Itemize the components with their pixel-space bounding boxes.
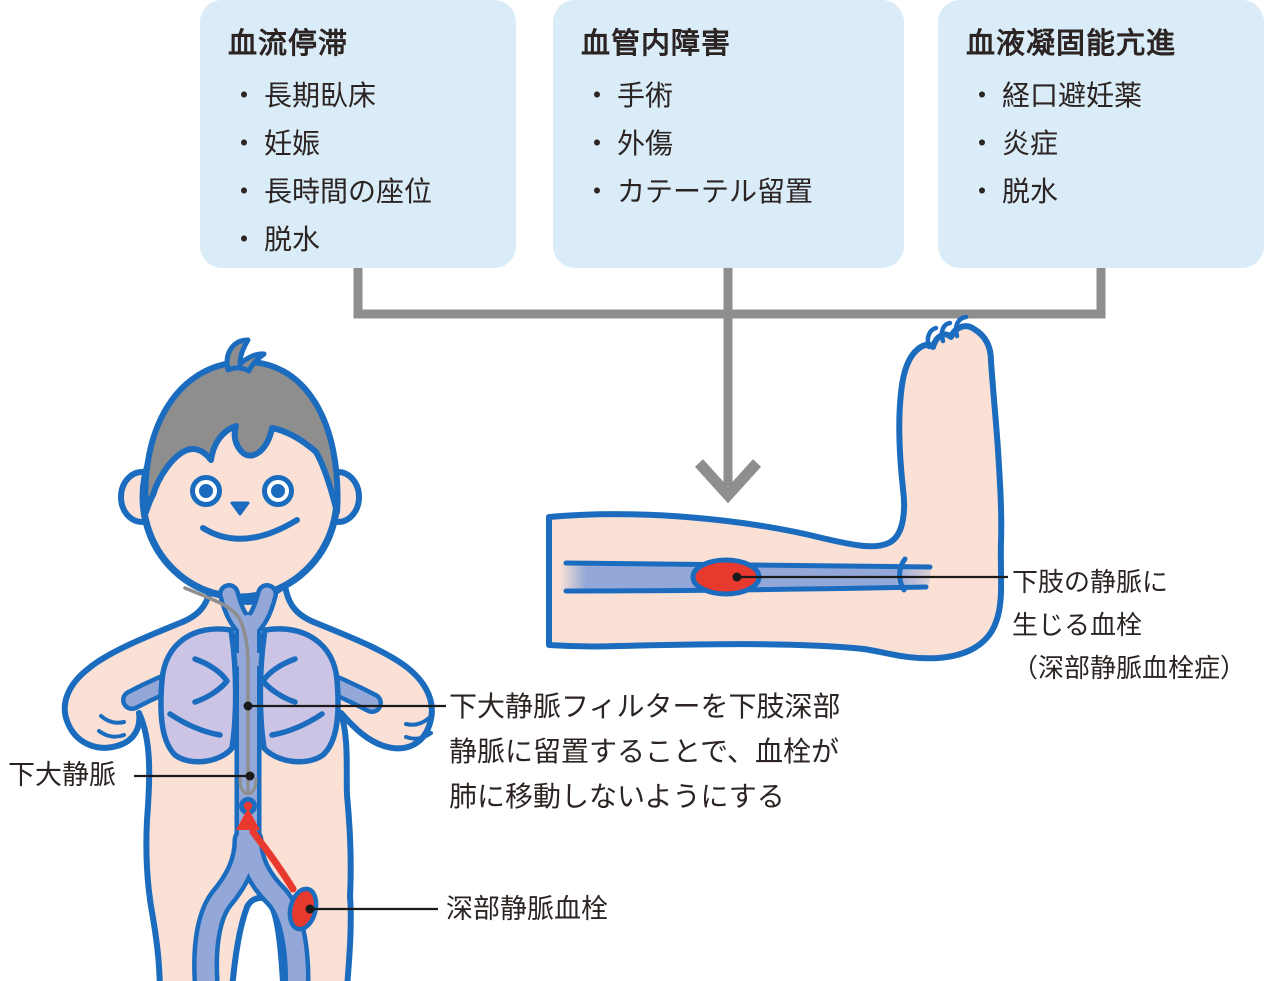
cause-list: ・経口避妊薬 ・炎症 ・脱水: [968, 70, 1264, 214]
body-illustration: [61, 337, 435, 981]
bullet: ・: [230, 176, 259, 207]
note-line: 下大静脈フィルターを下肢深部: [449, 691, 841, 722]
lung-vein-marks: [167, 656, 325, 738]
leg-illustration: [546, 314, 1008, 662]
cause-item: ・脱水: [230, 214, 516, 262]
cause-item-text: 脱水: [1002, 176, 1059, 207]
deep-vein-thrombus: [287, 886, 319, 932]
cause-list: ・手術 ・外傷 ・カテーテル留置: [583, 70, 904, 214]
label-leg-thrombus: 下肢の静脈に 生じる血栓 （深部静脈血栓症）: [1012, 561, 1246, 690]
cause-list: ・長期臥床 ・妊娠 ・長時間の座位 ・脱水: [230, 70, 516, 262]
right-lung: [257, 626, 341, 765]
cause-item-text: 手術: [617, 80, 674, 111]
cause-item-text: 長期臥床: [264, 80, 377, 111]
note-line: 静脈に留置することで、血栓が: [449, 736, 840, 767]
left-eye-pupil: [199, 484, 213, 498]
note-ivc-filter: 下大静脈フィルターを下肢深部 静脈に留置することで、血栓が 肺に移動しないように…: [449, 684, 840, 819]
thrombus-migration-arrow: [249, 828, 297, 893]
bullet: ・: [230, 80, 259, 111]
filter-clot: [243, 801, 253, 811]
mouth: [200, 517, 300, 542]
thrombus-migration-arrowhead: [236, 808, 260, 830]
ivc-leader-dot: [245, 771, 255, 781]
leader-lines: [134, 701, 446, 914]
cause-box-title: 血液凝固能亢進: [966, 28, 1177, 60]
connector-bracket: [353, 267, 1106, 504]
hair-tuft: [224, 337, 267, 374]
bullet: ・: [968, 128, 997, 159]
leg-thrombus-leader-dot: [732, 572, 742, 582]
bullet: ・: [968, 80, 997, 111]
bullet: ・: [230, 224, 259, 255]
cause-item-text: 妊娠: [264, 128, 321, 159]
cause-box-title: 血流停滞: [228, 28, 349, 60]
cause-item: ・長時間の座位: [230, 166, 516, 214]
down-arrow-icon: [694, 459, 762, 504]
leg-vein-top-edge: [563, 560, 933, 570]
bullet: ・: [583, 80, 612, 111]
hand-finger-lines: [97, 714, 433, 741]
cause-box-title: 血管内障害: [581, 28, 732, 60]
cause-box-hypercoagulability: 血液凝固能亢進 ・経口避妊薬 ・炎症 ・脱水: [938, 0, 1264, 268]
note-line: 肺に移動しないようにする: [449, 781, 785, 812]
cause-item: ・脱水: [968, 166, 1264, 214]
bullet: ・: [968, 176, 997, 207]
ankle-crease: [897, 556, 908, 593]
catheter-line: [183, 586, 250, 784]
leg-label-line: 生じる血栓: [1012, 610, 1143, 640]
bracket-lines: [353, 267, 1106, 486]
nose: [230, 501, 250, 516]
cause-item: ・経口避妊薬: [968, 70, 1264, 118]
cause-item: ・手術: [583, 70, 904, 118]
ivc-filter-icon: [238, 777, 258, 796]
left-lung: [158, 626, 239, 765]
cause-item: ・カテーテル留置: [583, 166, 904, 214]
label-ivc: 下大静脈: [8, 760, 116, 790]
head: [118, 337, 362, 601]
bullet: ・: [583, 176, 612, 207]
bullet: ・: [230, 128, 259, 159]
bullet: ・: [583, 128, 612, 159]
leg-label-line: （深部静脈血栓症）: [1012, 653, 1247, 683]
dvt-leader-dot: [305, 904, 315, 914]
cause-item-text: 経口避妊薬: [1002, 80, 1143, 111]
filter-note-leader-dot: [243, 701, 253, 711]
cause-item-text: 脱水: [264, 224, 321, 255]
cause-item-text: カテーテル留置: [617, 176, 814, 207]
cause-item: ・妊娠: [230, 118, 516, 166]
cause-box-stasis: 血流停滞 ・長期臥床 ・妊娠 ・長時間の座位 ・脱水: [200, 0, 516, 268]
cause-item-text: 炎症: [1002, 128, 1059, 159]
label-dvt: 深部静脈血栓: [446, 894, 608, 924]
leg-skin: [546, 323, 1005, 662]
right-eye-pupil: [271, 484, 285, 498]
leg-vein-bottom-edge: [563, 584, 929, 594]
toe-lines: [925, 314, 969, 350]
leg-label-line: 下肢の静脈に: [1012, 567, 1169, 597]
cause-item: ・炎症: [968, 118, 1264, 166]
cause-box-vessel-injury: 血管内障害 ・手術 ・外傷 ・カテーテル留置: [553, 0, 904, 268]
cause-item-text: 長時間の座位: [264, 176, 433, 207]
cause-item: ・長期臥床: [230, 70, 516, 118]
cause-item-text: 外傷: [617, 128, 674, 159]
cause-item: ・外傷: [583, 118, 904, 166]
